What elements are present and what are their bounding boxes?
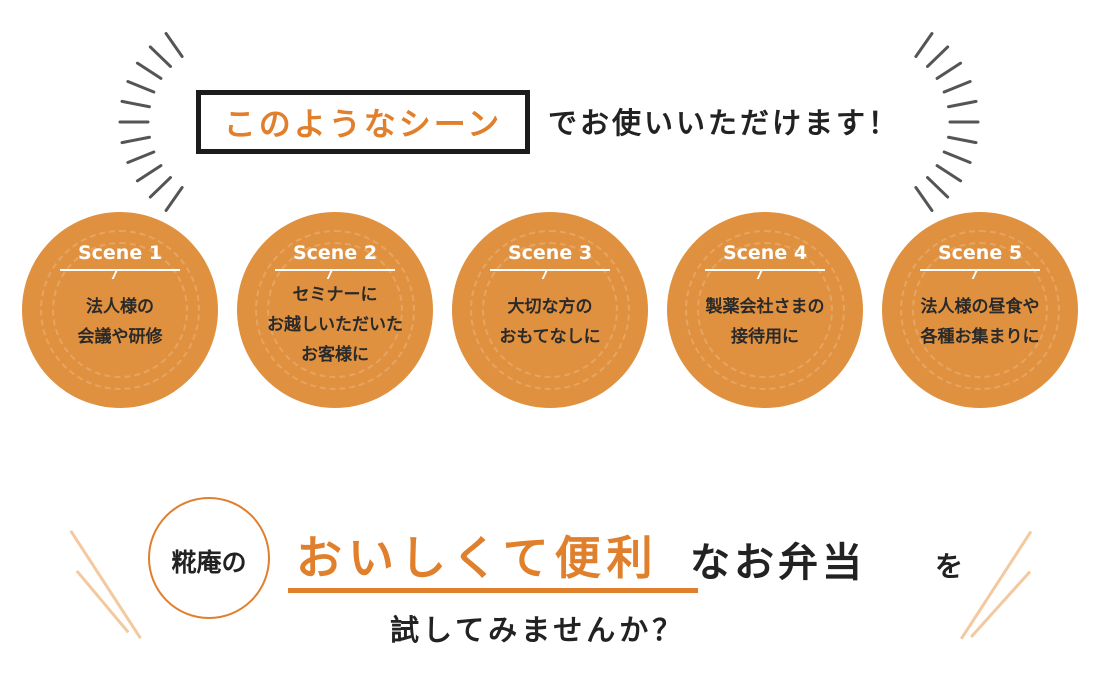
burst-line xyxy=(135,164,163,183)
scene-title-box: このようなシーン xyxy=(196,90,530,154)
scene-label: Scene 1 xyxy=(77,242,163,264)
burst-line xyxy=(942,150,972,164)
headline-highlight: おいしくて便利 xyxy=(296,531,659,585)
rope-pattern xyxy=(470,230,630,390)
scene-card: Scene 4 製薬会社さまの 接待用に xyxy=(667,212,863,408)
burst-line xyxy=(148,176,172,199)
rope-pattern xyxy=(52,242,188,378)
scene-title-rest: でお使いいただけます！ xyxy=(548,106,901,140)
scene-description: 大切な方の おもてなしに xyxy=(499,297,601,347)
chopstick-left-1 xyxy=(69,530,142,639)
burst-line xyxy=(164,32,184,58)
rope-pattern xyxy=(685,230,845,390)
rope-pattern xyxy=(900,230,1060,390)
scene-label: Scene 5 xyxy=(937,242,1023,264)
burst-lines-decoration xyxy=(118,32,980,212)
burst-line xyxy=(947,99,978,109)
rope-pattern xyxy=(255,230,415,390)
burst-line xyxy=(914,186,934,212)
burst-line xyxy=(135,61,163,80)
burst-line xyxy=(926,45,950,68)
scene-card: Scene 1 法人様の 会議や研修 xyxy=(22,212,218,408)
burst-line xyxy=(120,99,151,109)
label-underline xyxy=(920,269,1040,271)
scene-card: Scene 2 セミナーに お越しいただいた お客様に xyxy=(237,212,433,408)
rope-pattern xyxy=(482,242,618,378)
chopstick-right-1 xyxy=(960,530,1033,640)
burst-line xyxy=(942,80,972,94)
brand-circle xyxy=(148,497,270,619)
scene-card: Scene 3 大切な方の おもてなしに xyxy=(452,212,648,408)
scene-description: セミナーに お越しいただいた お客様に xyxy=(267,285,403,365)
headline-particle: を xyxy=(935,550,964,583)
label-underline xyxy=(705,269,825,271)
burst-line xyxy=(126,150,156,164)
rope-pattern xyxy=(40,230,200,390)
headline-underline xyxy=(288,588,698,593)
burst-line xyxy=(164,186,184,212)
burst-line xyxy=(148,45,172,68)
label-underline xyxy=(60,269,180,271)
scene-label: Scene 4 xyxy=(722,242,808,264)
label-underline xyxy=(275,269,395,271)
scene-title-highlight: このようなシーン xyxy=(223,105,503,143)
headline-sub: 試してみませんか？ xyxy=(390,613,686,647)
headline-bento: なお弁当 xyxy=(690,540,866,586)
burst-line xyxy=(120,135,151,145)
burst-line xyxy=(926,176,950,199)
rope-pattern xyxy=(267,242,403,378)
scene-label: Scene 2 xyxy=(292,242,378,264)
scene-card: Scene 5 法人様の昼食や 各種お集まりに xyxy=(882,212,1078,408)
scene-description: 法人様の 会議や研修 xyxy=(77,297,163,347)
burst-line xyxy=(935,164,963,183)
scene-label: Scene 3 xyxy=(507,242,593,264)
burst-line xyxy=(947,135,978,145)
label-underline xyxy=(490,269,610,271)
scene-description: 製薬会社さまの 接待用に xyxy=(705,297,825,347)
burst-line xyxy=(914,32,934,58)
burst-line xyxy=(935,61,963,80)
scene-description: 法人様の昼食や 各種お集まりに xyxy=(920,297,1040,347)
rope-pattern xyxy=(697,242,833,378)
brand-name: 糀庵の xyxy=(171,548,247,577)
burst-line xyxy=(126,80,156,94)
rope-pattern xyxy=(912,242,1048,378)
